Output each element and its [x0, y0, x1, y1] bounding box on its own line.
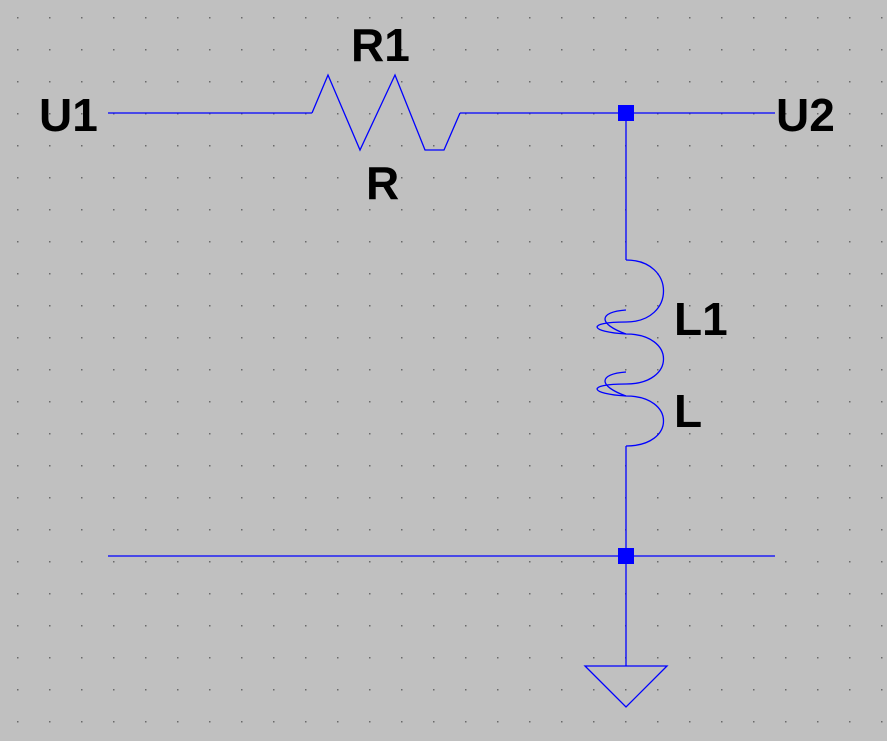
inductor-ref-label[interactable]: L1 — [674, 293, 728, 345]
inductor-value-label[interactable]: L — [674, 385, 703, 437]
resistor-value-label[interactable]: R — [366, 157, 400, 209]
junction-dot-ground[interactable] — [618, 548, 634, 564]
resistor-icon[interactable] — [311, 73, 461, 152]
net-label-u2[interactable]: U2 — [776, 89, 835, 141]
net-label-u1[interactable]: U1 — [39, 89, 98, 141]
junction-dot-output[interactable] — [618, 105, 634, 121]
ground-icon[interactable] — [583, 665, 669, 708]
resistor-ref-label[interactable]: R1 — [351, 19, 410, 71]
inductor-icon[interactable] — [596, 259, 664, 447]
